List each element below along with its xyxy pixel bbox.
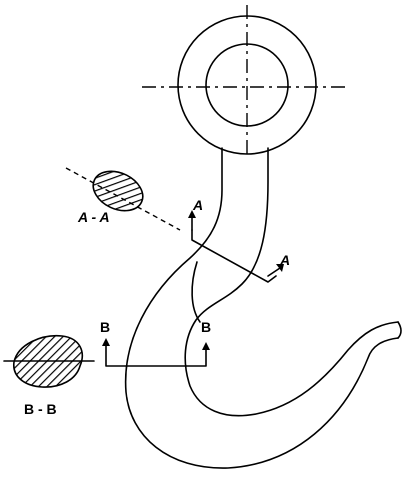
hook-inner-contour <box>184 147 399 417</box>
cut-a-lower-label: A <box>279 252 290 268</box>
cut-b-left-label: B <box>100 319 110 335</box>
cut-b-left-arrow-head <box>102 338 110 346</box>
hook-outer-contour <box>124 147 399 469</box>
hook-eye <box>142 5 345 158</box>
cut-line-a <box>191 229 277 283</box>
hook-body <box>124 147 402 469</box>
section-cut-b: B B <box>100 319 211 367</box>
section-cut-a: A A <box>188 197 290 283</box>
section-bb-view: B - B <box>3 334 95 417</box>
cut-a-upper-label: A <box>192 197 203 213</box>
cut-a-lower-arrow-head <box>276 264 284 272</box>
section-aa-shape <box>92 170 144 212</box>
cut-b-right-arrow-head <box>202 342 210 350</box>
cut-b-right-label: B <box>201 319 211 335</box>
hook-shank-transition-line <box>191 261 201 323</box>
cut-a-lower-arrow-shaft <box>267 267 281 277</box>
hook-tip-edge <box>397 321 402 339</box>
section-bb-shape <box>13 334 84 388</box>
section-bb-title: B - B <box>24 401 57 417</box>
cut-a-upper-arrow-head <box>188 210 196 218</box>
cut-line-b <box>105 341 207 367</box>
section-aa-title: A - A <box>77 209 110 225</box>
section-aa-view: A - A <box>65 167 181 231</box>
